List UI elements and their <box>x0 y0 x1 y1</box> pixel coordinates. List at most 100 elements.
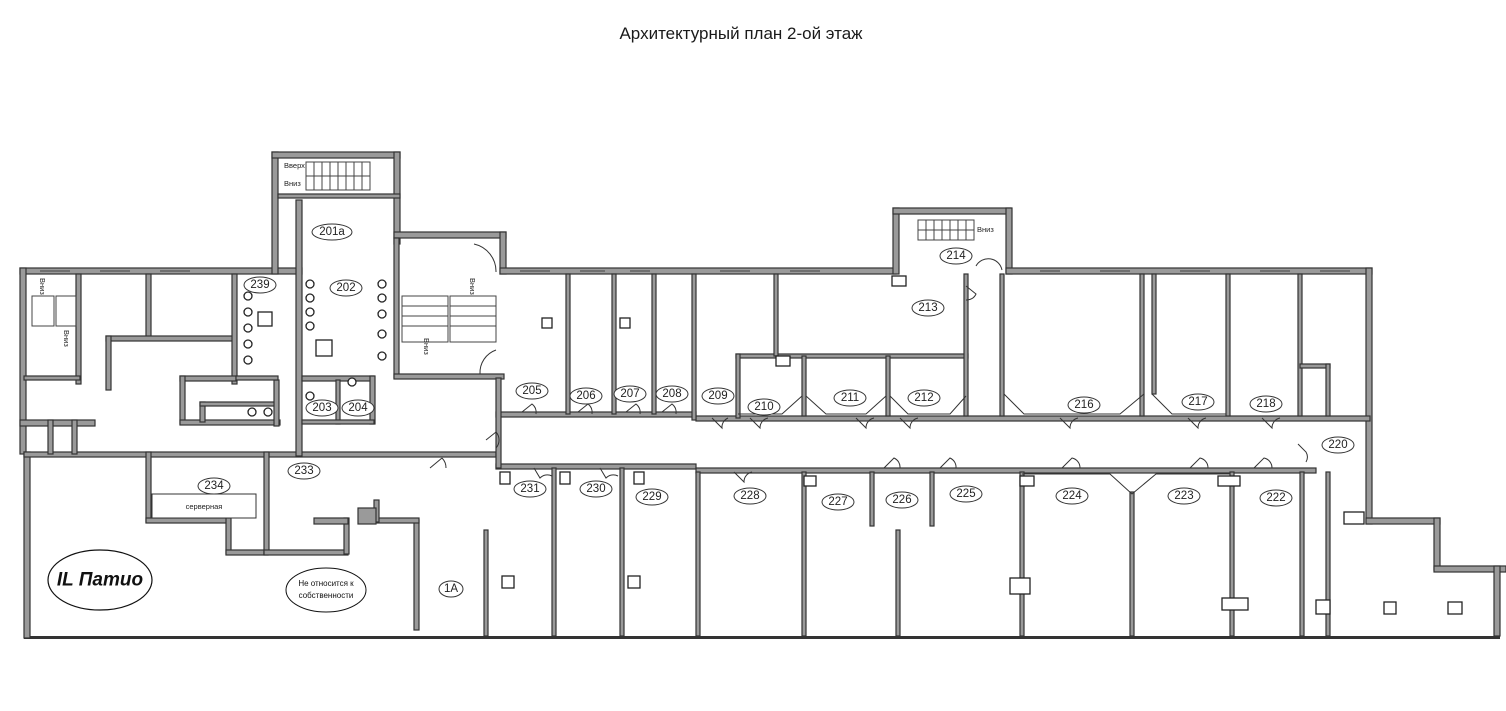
room-label: 217 <box>1188 396 1207 408</box>
room-label-ellipse <box>733 487 767 505</box>
room-label: 1A <box>444 583 458 595</box>
plan-title: Архитектурный план 2-ой этаж <box>619 24 863 43</box>
room-label-ellipse <box>515 382 549 400</box>
room-212: 212 <box>907 389 941 407</box>
room-239: 239 <box>243 276 277 294</box>
patio-ellipse <box>47 549 153 611</box>
room-211: 211 <box>833 389 867 407</box>
room-label: 239 <box>250 279 269 291</box>
room-233: 233 <box>287 462 321 480</box>
room-228: 228 <box>733 487 767 505</box>
angled-walls <box>738 393 1230 495</box>
room-label-ellipse <box>1321 436 1355 454</box>
room-label: 233 <box>294 465 313 477</box>
room-201a: 201a <box>311 223 353 241</box>
room-label: 234 <box>204 480 224 492</box>
room-216: 216 <box>1067 396 1101 414</box>
room-217: 217 <box>1181 393 1215 411</box>
room-label-ellipse <box>613 385 647 403</box>
room-label-ellipse <box>1181 393 1215 411</box>
room-205: 205 <box>515 382 549 400</box>
stair-up-label: Вверх <box>284 161 305 170</box>
fixtures <box>243 275 1463 615</box>
stair-main-down-label-1: Вниз <box>468 278 477 295</box>
room-229: 229 <box>635 488 669 506</box>
patio-label: IL Патио <box>57 570 143 591</box>
room-223: 223 <box>1167 487 1201 505</box>
stair-main-down-label-2: Вниз <box>422 338 431 355</box>
room-207: 207 <box>613 385 647 403</box>
room-label: 208 <box>662 388 681 400</box>
room-label-ellipse <box>701 387 735 405</box>
room-label-ellipse <box>949 485 983 503</box>
room-label: 205 <box>522 385 541 397</box>
room-label: 207 <box>620 388 639 400</box>
walls <box>19 151 1506 639</box>
room-label-ellipse <box>311 223 353 241</box>
room-label: 227 <box>828 496 847 508</box>
room-224: 224 <box>1055 487 1089 505</box>
room-label-ellipse <box>1055 487 1089 505</box>
room-206: 206 <box>569 387 603 405</box>
stair-left: Вниз Вниз <box>31 278 77 347</box>
room-218: 218 <box>1249 395 1283 413</box>
room-label-ellipse <box>243 276 277 294</box>
room-label: 225 <box>956 488 975 500</box>
room-label: 214 <box>946 250 966 262</box>
room-222: 222 <box>1259 489 1293 507</box>
room-label: 203 <box>312 402 331 414</box>
room-label: 213 <box>918 302 937 314</box>
room-213: 213 <box>911 299 945 317</box>
room-label: 218 <box>1256 398 1275 410</box>
room-label-ellipse <box>305 399 339 417</box>
stair-214: Вниз <box>917 219 994 241</box>
note-ellipse <box>285 567 367 613</box>
doors <box>429 258 1308 484</box>
room-label-ellipse <box>885 491 919 509</box>
room-label-ellipse <box>569 387 603 405</box>
room-label: 224 <box>1062 490 1082 502</box>
room-234: 234 <box>197 477 231 495</box>
room-226: 226 <box>885 491 919 509</box>
room-label-ellipse <box>655 385 689 403</box>
room-220: 220 <box>1321 436 1355 454</box>
room-231: 231 <box>513 480 547 498</box>
room-label-ellipse <box>939 247 973 265</box>
room-labels: 201a 202 203 204 205 206 207 208 209 210 211 212 213… <box>197 223 1355 598</box>
note-line-1: Не относится к <box>298 579 354 588</box>
room-label: 202 <box>336 282 355 294</box>
room-label-ellipse <box>1067 396 1101 414</box>
room-label: 222 <box>1266 492 1285 504</box>
room-label-ellipse <box>579 480 613 498</box>
room-label: 228 <box>740 490 759 502</box>
room-209: 209 <box>701 387 735 405</box>
room-label: 210 <box>754 401 773 413</box>
room-label: 211 <box>841 392 859 404</box>
room-label-ellipse <box>833 389 867 407</box>
room-label-ellipse <box>341 399 375 417</box>
room-label-ellipse <box>1259 489 1293 507</box>
room-227: 227 <box>821 493 855 511</box>
room-label: 204 <box>348 402 368 414</box>
note-line-2: собственности <box>299 591 354 600</box>
stair-down-label: Вниз <box>284 179 301 188</box>
room-202: 202 <box>329 279 363 297</box>
room-label-ellipse <box>635 488 669 506</box>
room-label: 231 <box>520 483 539 495</box>
room-label: 216 <box>1074 399 1093 411</box>
stair-left-down-label-2: Вниз <box>62 330 71 347</box>
room-label-ellipse <box>907 389 941 407</box>
room-label: 212 <box>914 392 933 404</box>
stair-214-down-label: Вниз <box>977 225 994 234</box>
room-203: 203 <box>305 399 339 417</box>
stair-left-down-label-1: Вниз <box>38 278 47 295</box>
room-208: 208 <box>655 385 689 403</box>
stair-upper-left: Вверх Вниз <box>284 161 371 191</box>
room-label-ellipse <box>329 279 363 297</box>
room-210: 210 <box>747 398 781 416</box>
room-label: 201a <box>319 226 345 238</box>
room-label-ellipse <box>1167 487 1201 505</box>
room-230: 230 <box>579 480 613 498</box>
room-label-ellipse <box>1249 395 1283 413</box>
stair-main: Вниз Вниз <box>401 243 497 375</box>
